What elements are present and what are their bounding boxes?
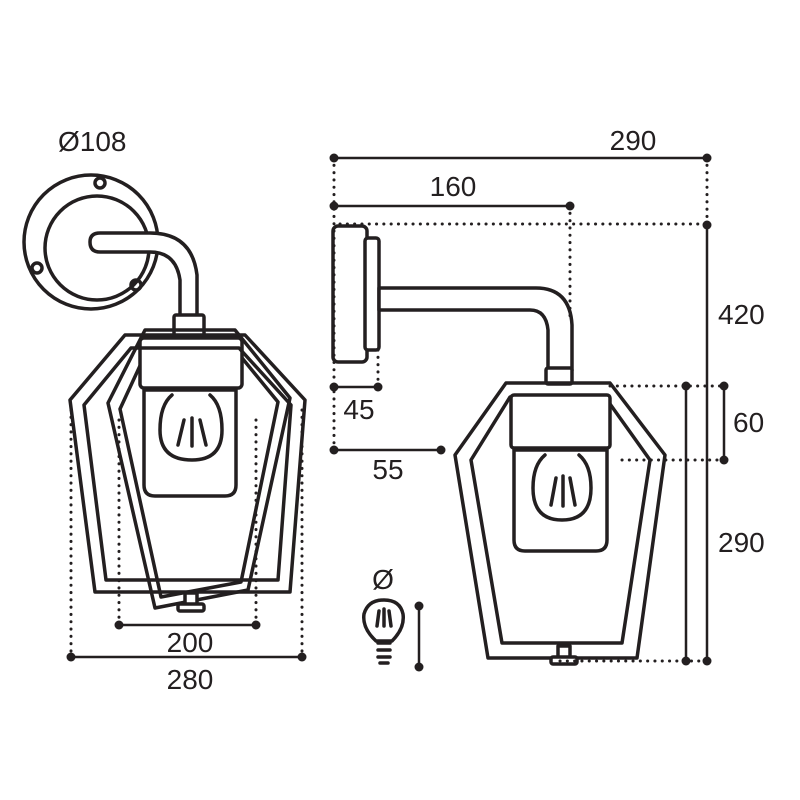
bulb-side [509,393,612,553]
total-projection-label: 290 [610,125,657,156]
lantern-outer-side [453,381,667,660]
total-height-label: 420 [718,299,765,330]
front-extension-lines [69,408,304,659]
bulb-diameter-label: Ø [372,564,394,595]
arm-front [88,231,206,339]
bulb-front [138,336,244,498]
mount-depth-label: 55 [372,454,403,485]
finial-front [176,591,206,613]
finial-side [549,644,579,666]
dimension-line-160 [329,201,575,211]
bulb-symbol: Ø [362,564,424,672]
dimension-line-200 [114,620,261,630]
wall-plate-side [331,224,381,364]
plate-diameter-label: Ø108 [58,126,127,157]
lantern-height-label: 290 [718,527,765,558]
lantern-frame-front [68,333,307,594]
front-view: Ø108 200 280 [22,126,307,695]
holder-height-label: 60 [733,407,764,438]
dimension-line-45 [329,382,383,392]
dimension-line-60 [719,381,729,465]
arm-projection-label: 160 [430,171,477,202]
plate-depth-label: 45 [343,394,374,425]
dimension-line-55 [329,445,446,455]
dimension-line-280 [66,652,307,662]
width-inner-label: 200 [167,627,214,658]
side-extension-lines [332,156,726,663]
width-outer-label: 280 [167,664,214,695]
arm-side [377,286,574,372]
dimension-line-420 [702,220,712,666]
dimension-line-290-vertical [681,381,691,666]
side-view: 290 160 45 [329,125,765,666]
